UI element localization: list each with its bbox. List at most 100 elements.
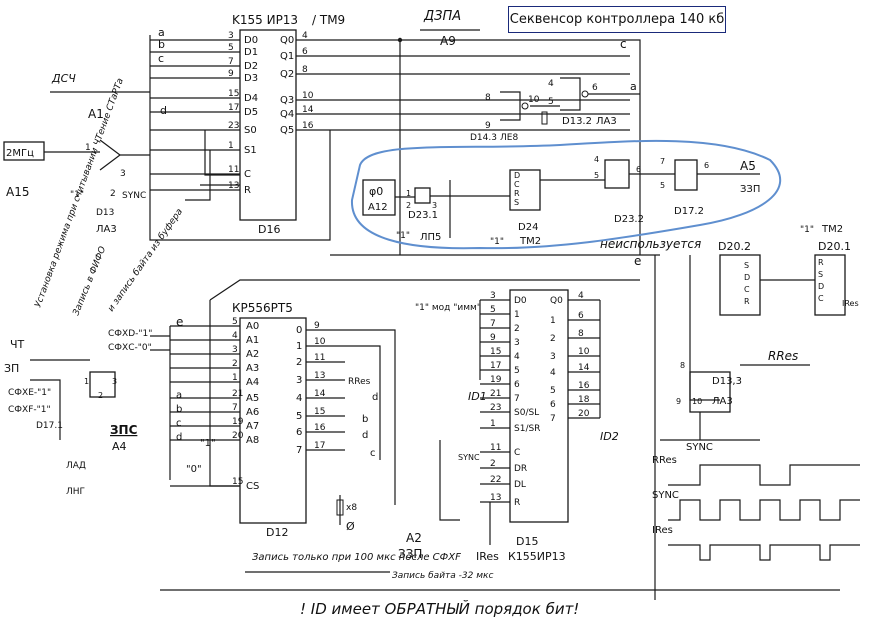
chip-d12-input-label: A4 [246, 377, 259, 388]
chip-d12-output-label: 2 [296, 357, 302, 368]
phi0-label: φ0 [369, 185, 383, 198]
chip-d24-ref: D24 [518, 222, 538, 233]
a12-label: А12 [368, 202, 388, 213]
bus-label: a [158, 26, 165, 39]
chip-d15-output-label: 5 [550, 386, 556, 396]
wire [185, 150, 211, 201]
chip-d12-pin: 15 [314, 407, 325, 417]
chip-d12-output-label: 0 [296, 325, 302, 336]
gate-bubble [521, 102, 529, 110]
one-label: "1" [490, 237, 504, 247]
bus-label: c [158, 52, 164, 65]
ires-label: IRes [842, 299, 859, 308]
bus-label: b [362, 414, 368, 425]
chip-d16-part: K155 ИР13 [232, 13, 298, 27]
chip-d20-2-pin: C [744, 285, 750, 294]
gate-d14-3 [500, 91, 521, 121]
chip-d15-pin: 22 [490, 475, 501, 485]
chip-d15-output-label: 4 [550, 368, 556, 378]
chip-d20-1-ref: D20.1 [818, 240, 851, 253]
chip-d15-input-label: R [514, 498, 520, 508]
left-note-2: Запись в ФИФО [72, 245, 109, 317]
chip-d12-pin: 16 [314, 423, 326, 433]
chip-d12-input-label: A3 [246, 363, 259, 374]
wire [345, 329, 396, 505]
chip-d12-input-label: A0 [246, 321, 259, 332]
pin-label: 1 [406, 189, 411, 198]
ground-label: Ø [346, 520, 355, 533]
bus-label: b [176, 404, 182, 415]
chip-d15-pin: 4 [578, 291, 584, 301]
chip-d15-pin: 23 [490, 403, 501, 413]
wires [30, 29, 860, 600]
pin-label: 5 [548, 97, 554, 107]
chip-d15-pin: 13 [490, 493, 501, 503]
chip-d16-pin: 9 [228, 69, 234, 79]
zp3-label: ЗЗП [398, 547, 422, 561]
gate-d13-1 [99, 139, 121, 171]
chip-d20-2-pin: R [744, 297, 750, 306]
gate-d13-1-ref: D13 [96, 208, 114, 218]
feedback-bus [149, 35, 331, 241]
timing-row-label: RRes [652, 455, 677, 466]
chip-d20-2-pin: S [744, 261, 749, 270]
chip-d15-pin: 5 [490, 305, 496, 315]
chip-d12-pin: 4 [232, 331, 238, 341]
clk-input-box [3, 141, 45, 161]
chip-d12-pin: 5 [232, 317, 238, 327]
chip-d15-input-label: 4 [514, 352, 520, 362]
chip-d16-pin: 16 [302, 121, 314, 131]
bus-label: d [160, 104, 167, 117]
pin-label: 6 [636, 165, 641, 174]
chip-d15-pin: 10 [578, 347, 590, 357]
pin-label: 1 [85, 143, 91, 153]
chip-d15-input-label: D0 [514, 296, 527, 306]
chip-d12-pin: 2 [232, 359, 238, 369]
chip-d20-2 [719, 254, 761, 316]
chip-d15-pin: 2 [490, 459, 496, 469]
chip-d16-input-label: D5 [244, 107, 258, 118]
gate-d23-2-ref: D23.2 [614, 214, 644, 225]
gate-d13-2-type: ЛА3 [596, 116, 617, 127]
gate-d13-2 [560, 77, 581, 111]
bus-label: b [158, 38, 165, 51]
chip-d15 [509, 289, 569, 523]
chip-d16-pin: 17 [228, 103, 239, 113]
chip-d12-pin: 20 [232, 431, 244, 441]
timing-row-label: IRes [652, 525, 673, 536]
chip-d15-input-label: S1/SR [514, 424, 540, 434]
chip-d20-2-pin: D [744, 273, 750, 282]
wire [204, 130, 240, 176]
pin-label: 3 [120, 169, 126, 179]
chip-d16-output-label: Q4 [280, 109, 294, 120]
timing-rres [668, 464, 860, 486]
chip-d16-input-label: D2 [244, 61, 258, 72]
bus-label: a [630, 80, 637, 93]
dsch-label: ДСЧ [51, 72, 76, 85]
one-label: "1" [396, 231, 410, 241]
bus-label: d [372, 392, 378, 403]
chip-d15-input-label: DR [514, 464, 527, 474]
a4-label: А4 [112, 440, 127, 453]
chip-d16-input-label: D3 [244, 73, 258, 84]
parts [3, 29, 846, 524]
chip-d12-output-label: 7 [296, 445, 302, 456]
chip-d20-1-type: ТМ2 [821, 224, 843, 235]
chip-d15-part: К155ИР13 [508, 550, 566, 563]
ires-label: IRes [476, 550, 499, 563]
phi0-box [362, 179, 396, 216]
pin-label: 6 [592, 83, 598, 93]
chip-d16-pin: 10 [302, 91, 314, 101]
wire [30, 379, 61, 440]
gate-bubble [581, 90, 589, 98]
chip-d15-pin: 20 [578, 409, 590, 419]
chip-d15-output-label: Q0 [550, 296, 563, 306]
zpa-label: ДЗПА [423, 9, 461, 24]
chip-d12-pin: 9 [314, 321, 320, 331]
chip-d12-pin: 21 [232, 389, 243, 399]
chip-d12-input-label: A6 [246, 407, 259, 418]
resistor [541, 111, 548, 125]
chip-d12-input-label: A8 [246, 435, 259, 446]
timing-ires [668, 544, 860, 561]
